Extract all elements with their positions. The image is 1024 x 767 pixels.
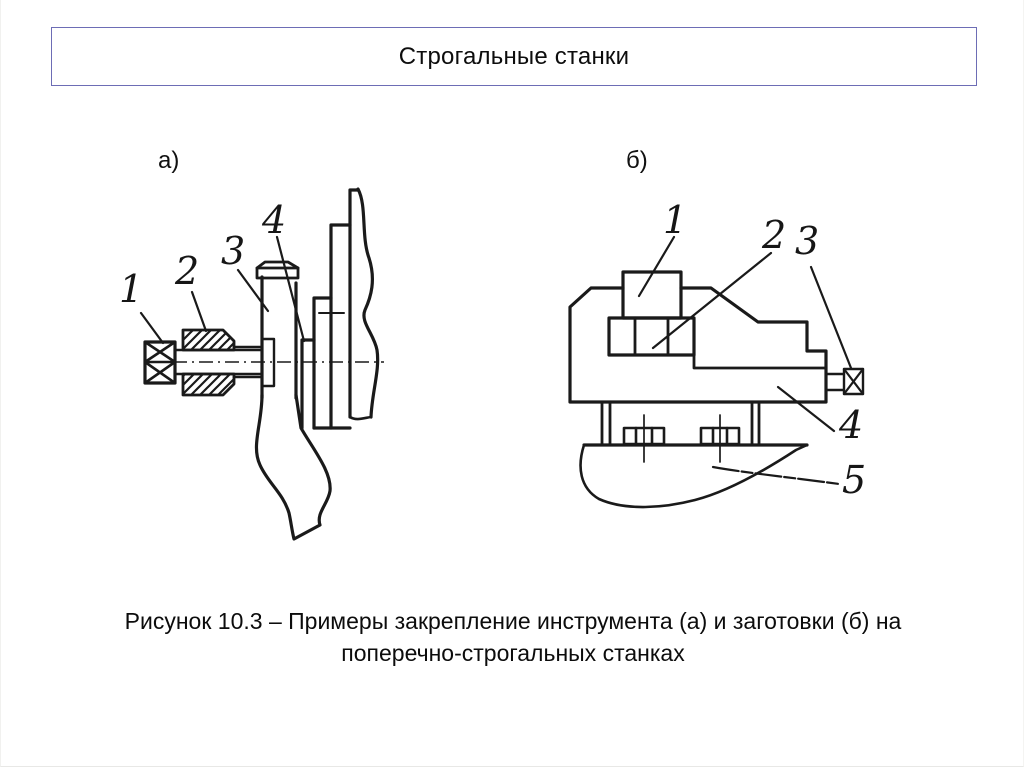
slide-title-box: Строгальные станки [51,27,977,86]
screw-handle-end [143,340,177,385]
diagram-a [143,187,380,541]
part-label-a-2: 2 [175,249,200,293]
clamp-nut [181,328,236,397]
clamp-block [621,270,683,320]
part-label-b-5: 5 [842,458,867,502]
part-label-a-3: 3 [221,229,246,273]
leader-lines-a [139,235,306,345]
part-label-a-4: 4 [262,198,287,242]
leader-line-b5 [711,465,841,486]
clapper [254,393,332,541]
lead-screw [824,367,865,396]
slide-title: Строгальные станки [398,42,630,70]
part-label-b-4: 4 [839,403,864,447]
figure-b-label: б) [626,147,648,174]
figure-caption: Рисунок 10.3 – Примеры закрепление инстр… [124,608,902,666]
part-label-a-1: 1 [119,267,144,311]
tool-strip-and-plates [300,223,352,430]
shaft-socket [260,337,276,388]
workpiece [607,316,696,357]
part-label-b-2: 2 [762,213,787,257]
cross-mark [318,301,345,326]
figure-a-label: а) [158,147,180,174]
leader-lines-b [637,235,853,433]
machine-table [579,443,809,509]
tool-post [255,260,300,400]
vise-body [568,286,828,404]
base-legs [600,400,761,446]
t-bolts [622,426,741,446]
part-label-b-3: 3 [795,219,820,263]
diagram-b [568,270,865,509]
part-label-b-1: 1 [663,198,688,242]
ram [348,187,380,421]
